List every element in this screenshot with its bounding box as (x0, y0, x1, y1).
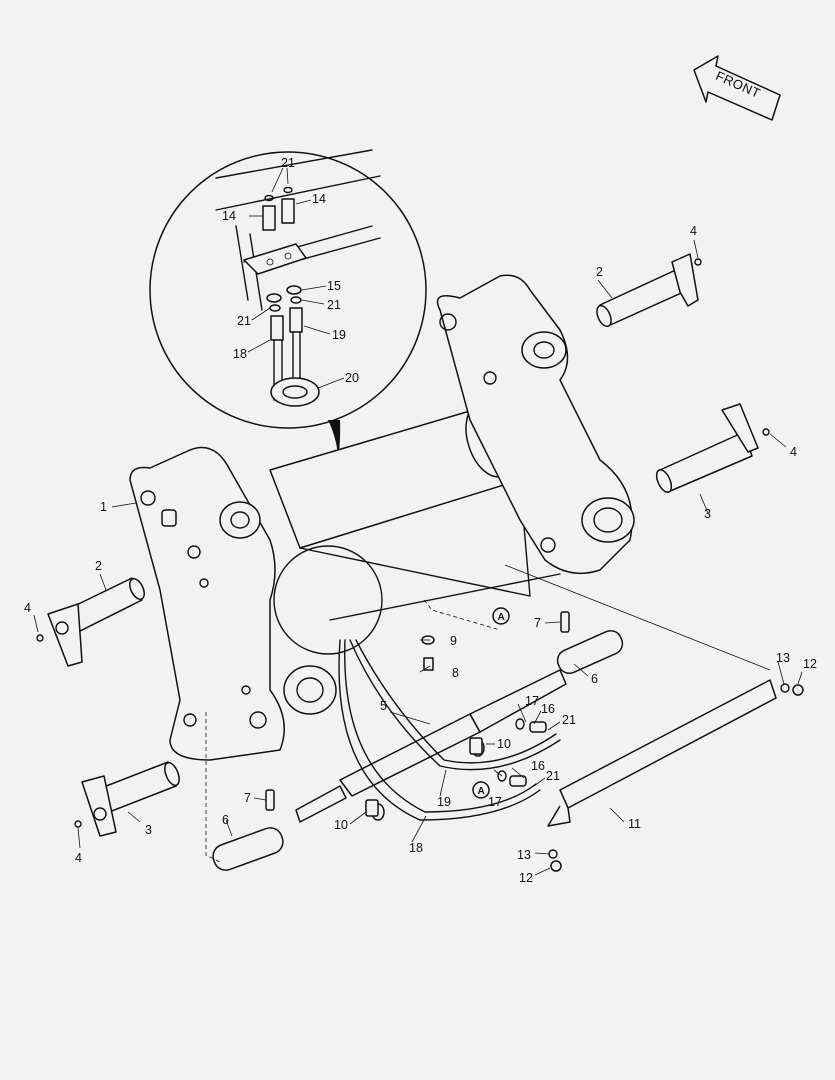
callout-1: 1 (100, 500, 107, 514)
guide-line-left (205, 712, 221, 863)
callout-19-inset: 19 (332, 328, 346, 342)
callout-14-left: 14 (222, 209, 236, 223)
callout-4-left-upper: 4 (24, 601, 31, 615)
callout-21-upper: 21 (562, 713, 576, 727)
callout-14-right: 14 (312, 192, 326, 206)
detail-inset (149, 149, 427, 429)
callout-21-top: 21 (281, 156, 295, 170)
guide-line-right (504, 564, 771, 671)
callout-21-lower: 21 (546, 769, 560, 783)
callout-labels: 1 2 2 3 3 4 4 4 4 5 6 6 7 7 8 9 10 10 11… (24, 156, 817, 885)
marker-a-upper (492, 607, 510, 625)
callout-15: 15 (327, 279, 341, 293)
callout-10-lower: 10 (334, 818, 348, 832)
callout-16-upper: 16 (541, 702, 555, 716)
svg-text:A: A (478, 786, 485, 797)
detail-target-circle (273, 545, 383, 655)
guard-11 (547, 679, 777, 827)
pin-3-right (655, 403, 759, 493)
callout-2-right: 2 (596, 265, 603, 279)
callout-18-main: 18 (409, 841, 423, 855)
callout-19-main: 19 (437, 795, 451, 809)
callout-4-left-lower: 4 (75, 851, 82, 865)
front-arrow: FRONT (693, 55, 781, 121)
callout-11: 11 (628, 817, 641, 831)
right-side-plate (436, 274, 635, 575)
callout-13-lower: 13 (517, 848, 531, 862)
callout-7-left: 7 (244, 791, 251, 805)
callout-3-right: 3 (704, 507, 711, 521)
callout-6-right: 6 (591, 672, 598, 686)
guide-line-a (423, 599, 501, 631)
reference-marker-a: A A (472, 607, 510, 799)
callout-17-lower: 17 (488, 795, 502, 809)
callout-4-right-lower: 4 (790, 445, 797, 459)
callout-16-lower: 16 (531, 759, 545, 773)
fitting-14-left (262, 205, 276, 231)
grommet-20 (270, 377, 320, 407)
callout-18-inset: 18 (233, 347, 247, 361)
pin-3-left (81, 761, 180, 837)
callout-21-inset-right: 21 (327, 298, 341, 312)
callout-12-right: 12 (803, 657, 817, 671)
callout-13-right: 13 (776, 651, 790, 665)
callout-4-right-upper: 4 (690, 224, 697, 238)
callout-9: 9 (450, 634, 457, 648)
callout-2-left: 2 (95, 559, 102, 573)
callout-20: 20 (345, 371, 359, 385)
callout-17-upper: 17 (525, 694, 539, 708)
callout-5: 5 (380, 699, 387, 713)
pin-2-right (596, 253, 699, 328)
callout-6-left: 6 (222, 813, 229, 827)
fitting-14-right (281, 198, 295, 224)
callout-10-upper: 10 (497, 737, 511, 751)
callout-7-right: 7 (534, 616, 541, 630)
callout-8: 8 (452, 666, 459, 680)
marker-a-lower (472, 781, 490, 799)
callout-3-left: 3 (145, 823, 152, 837)
svg-text:A: A (498, 612, 505, 623)
left-side-plate (129, 446, 337, 761)
callout-21-inset-left: 21 (237, 314, 251, 328)
leader-lines (33, 167, 803, 876)
callout-12-lower: 12 (519, 871, 533, 885)
pin-2-left (47, 577, 145, 667)
